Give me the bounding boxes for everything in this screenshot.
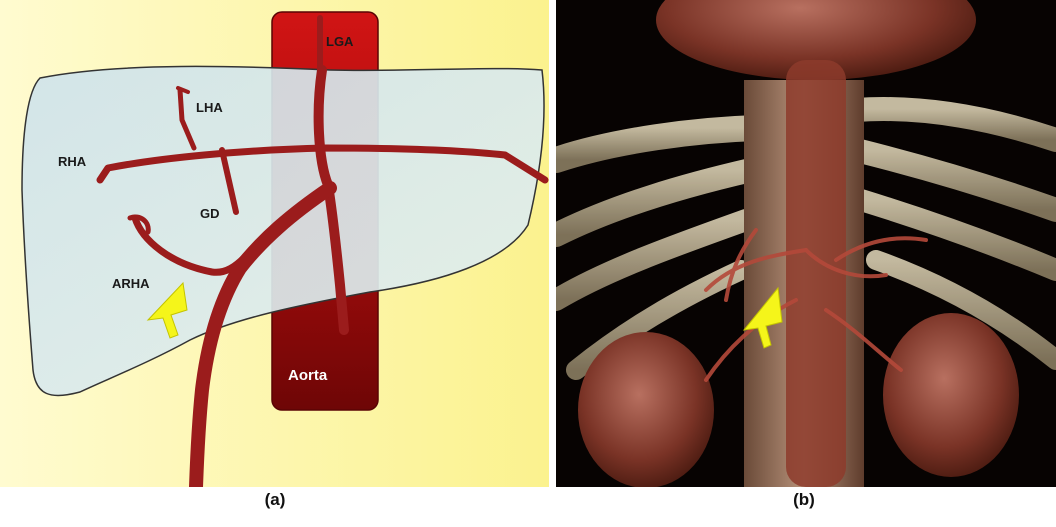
label-arha: ARHA xyxy=(112,276,150,291)
label-rha: RHA xyxy=(58,154,87,169)
label-gd: GD xyxy=(200,206,220,221)
left-kidney xyxy=(883,313,1019,477)
right-kidney xyxy=(578,332,714,487)
schematic-panel: LGA LHA RHA GD ARHA Aorta xyxy=(0,0,549,487)
caption-b: (b) xyxy=(774,490,834,510)
label-aorta: Aorta xyxy=(288,367,328,384)
aorta-render xyxy=(786,60,846,487)
label-lha: LHA xyxy=(196,100,223,115)
schematic-diagram: LGA LHA RHA GD ARHA Aorta xyxy=(0,0,549,487)
ct-render-image xyxy=(556,0,1056,487)
ct-render-panel xyxy=(556,0,1056,487)
label-lga: LGA xyxy=(326,34,354,49)
caption-a: (a) xyxy=(245,490,305,510)
